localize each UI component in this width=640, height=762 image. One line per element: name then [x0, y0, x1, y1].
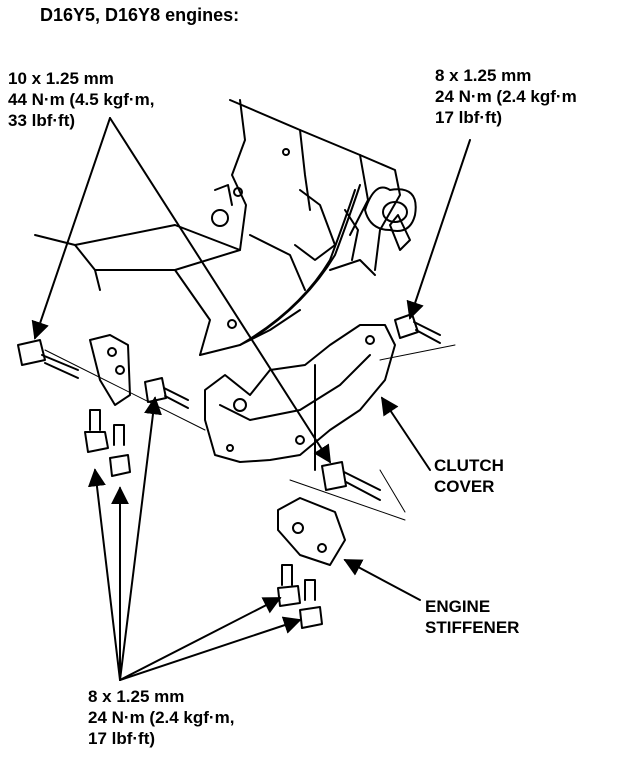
torque-spec-bottom: 8 x 1.25 mm 24 N·m (2.4 kgf·m, 17 lbf·ft…	[88, 686, 234, 749]
clutch-cover-label: CLUTCH COVER	[434, 456, 504, 496]
engine-stiffener	[277, 497, 346, 566]
bolt-size: 8 x 1.25 mm	[88, 687, 185, 706]
engine-stiffener-label: ENGINE STIFFENER	[425, 597, 520, 637]
torque-spec-left: 10 x 1.25 mm 44 N·m (4.5 kgf·m, 33 lbf·f…	[8, 68, 154, 131]
clutch-cover	[204, 324, 396, 471]
bolt-size: 10 x 1.25 mm	[8, 69, 114, 88]
engine-block	[34, 99, 417, 356]
leader-lines	[31, 117, 471, 681]
bolt-vertical-2	[109, 424, 131, 477]
torque-metric: 24 N·m (2.4 kgf·m,	[88, 708, 235, 727]
bolt-side	[144, 377, 189, 409]
bolt-vertical-1	[84, 409, 109, 453]
bolt-center	[321, 461, 381, 501]
bolt-vertical-4	[299, 579, 323, 629]
bolt-right	[394, 313, 441, 344]
torque-imperial: 33 lbf·ft)	[8, 111, 76, 130]
bolt-10mm-left	[17, 339, 79, 379]
torque-imperial: 17 lbf·ft)	[88, 729, 156, 748]
torque-imperial: 17 lbf·ft)	[435, 108, 503, 127]
bolt-size: 8 x 1.25 mm	[435, 66, 532, 85]
upper-bracket	[89, 334, 131, 406]
torque-spec-right: 8 x 1.25 mm 24 N·m (2.4 kgf·m 17 lbf·ft)	[435, 65, 577, 128]
torque-metric: 44 N·m (4.5 kgf·m,	[8, 90, 155, 109]
bolt-vertical-3	[277, 564, 301, 607]
torque-metric: 24 N·m (2.4 kgf·m	[435, 87, 577, 106]
diagram-title: D16Y5, D16Y8 engines:	[40, 5, 240, 25]
